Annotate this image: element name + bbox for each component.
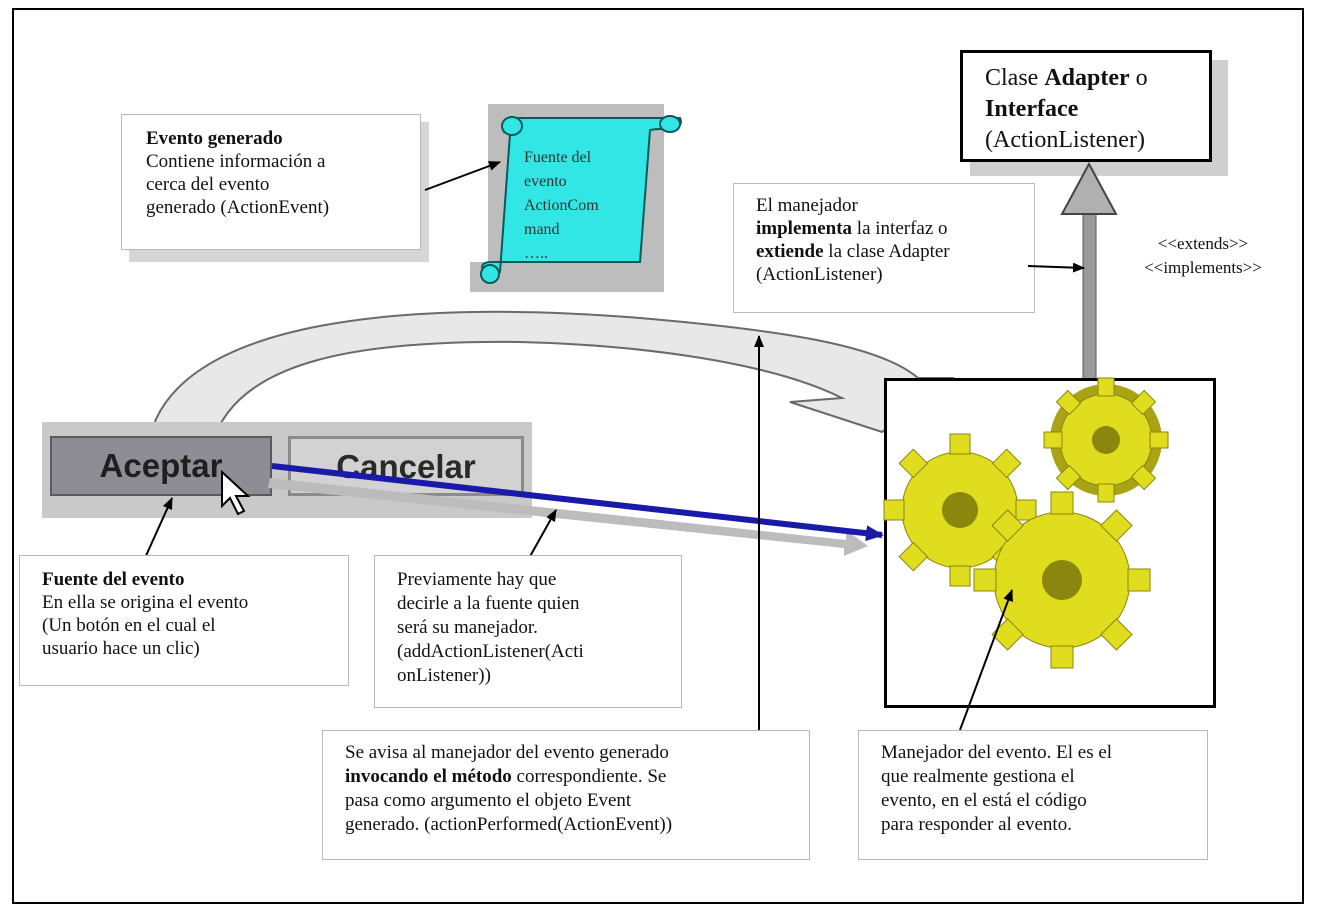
aceptar-button[interactable]: Aceptar [50, 436, 272, 496]
scroll-line: ….. [524, 245, 548, 262]
se-avisa-line: pasa como argumento el objeto Event [345, 790, 632, 811]
se-avisa-box: Se avisa al manejador del evento generad… [322, 730, 810, 860]
previamente-line: decirle a la fuente quien [397, 593, 580, 614]
se-avisa-line: correspondiente. Se [511, 766, 667, 787]
manejador-evento-line: Manejador del evento. El es el [881, 742, 1113, 763]
stereotype-labels: <<extends>> <<implements>> [1108, 232, 1298, 280]
manejador-implementa-box: El manejador implementa la interfaz o ex… [733, 183, 1035, 313]
previamente-line: Previamente hay que [397, 569, 557, 590]
scroll-text: Fuente del evento ActionCom mand ….. [524, 146, 599, 266]
scroll-line: Fuente del [524, 149, 592, 166]
extends-label: <<extends>> [1157, 234, 1249, 253]
manejador-evento-line: que realmente gestiona el [881, 766, 1075, 787]
evento-generado-line: generado (ActionEvent) [146, 197, 330, 218]
previamente-line: (addActionListener(Acti [397, 641, 584, 662]
fuente-evento-title: Fuente del evento [42, 569, 185, 590]
fuente-evento-box: Fuente del evento En ella se origina el … [19, 555, 349, 686]
fuente-evento-line: En ella se origina el evento [42, 592, 249, 613]
manejador-evento-line: evento, en el está el código [881, 790, 1087, 811]
implementa-bold: implementa [756, 218, 853, 239]
implementa-line: la interfaz o [852, 218, 948, 239]
fuente-evento-line: usuario hace un clic) [42, 638, 200, 659]
evento-generado-line: Contiene información a [146, 151, 326, 172]
evento-generado-line: cerca del evento [146, 174, 270, 195]
scroll-line: ActionCom [524, 197, 599, 214]
previamente-box: Previamente hay que decirle a la fuente … [374, 555, 682, 708]
adapter-bold: Adapter [1044, 65, 1130, 91]
adapter-listener-text: (ActionListener) [985, 127, 1145, 153]
se-avisa-line: generado. (actionPerformed(ActionEvent)) [345, 814, 673, 835]
adapter-interface-box: Clase Adapter o Interface (ActionListene… [960, 50, 1212, 162]
interface-bold: Interface [985, 96, 1079, 122]
implements-label: <<implements>> [1144, 258, 1262, 277]
adapter-text: o [1129, 65, 1148, 91]
implementa-line: El manejador [756, 195, 858, 216]
handler-gear-box [884, 378, 1216, 708]
implementa-line: (ActionListener) [756, 264, 883, 285]
adapter-text: Clase [985, 65, 1045, 91]
invocando-bold: invocando el método [345, 766, 512, 787]
evento-generado-box: Evento generado Contiene información a c… [121, 114, 421, 250]
previamente-line: será su manejador. [397, 617, 538, 638]
cancelar-button[interactable]: Cancelar [288, 436, 524, 496]
previamente-line: onListener)) [397, 665, 491, 686]
extiende-bold: extiende [756, 241, 824, 262]
fuente-evento-line: (Un botón en el cual el [42, 615, 216, 636]
scroll-line: evento [524, 173, 567, 190]
se-avisa-line: Se avisa al manejador del evento generad… [345, 742, 669, 763]
inheritance-arrowhead [1060, 161, 1118, 215]
manejador-evento-box: Manejador del evento. El es el que realm… [858, 730, 1208, 860]
manejador-evento-line: para responder al evento. [881, 814, 1072, 835]
evento-generado-title: Evento generado [146, 128, 283, 149]
scroll-line: mand [524, 221, 560, 238]
inheritance-shaft [1082, 211, 1097, 381]
implementa-line: la clase Adapter [823, 241, 950, 262]
